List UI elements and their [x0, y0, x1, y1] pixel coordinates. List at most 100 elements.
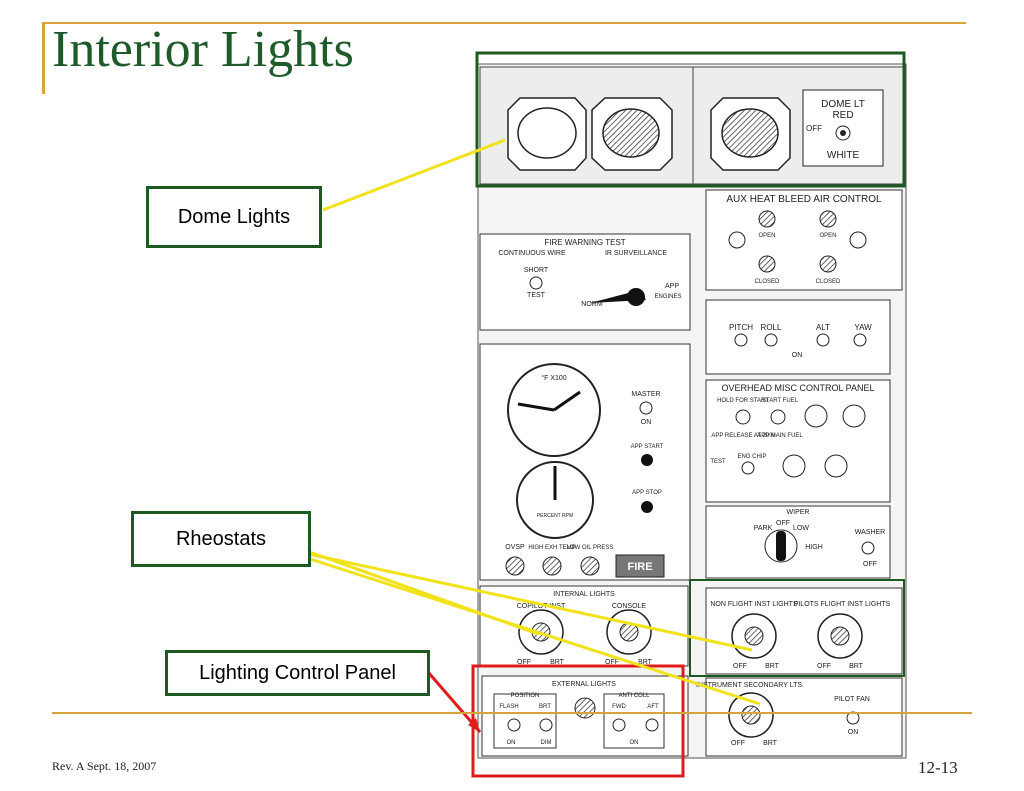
svg-text:BRT: BRT [550, 659, 565, 666]
svg-text:APP RELEASE AT 20%: APP RELEASE AT 20% [711, 433, 775, 439]
rheostats-leader-line-3 [303, 555, 761, 706]
svg-text:ENGINES: ENGINES [654, 294, 681, 300]
svg-text:ENG CHIP: ENG CHIP [737, 454, 766, 460]
svg-text:WASHER: WASHER [855, 529, 885, 536]
aux-heat-bleed-air-module: AUX HEAT BLEED AIR CONTROL OPEN OPEN CLO… [705, 189, 903, 291]
svg-text:OFF: OFF [605, 659, 619, 666]
title-accent-bar [42, 22, 45, 94]
svg-text:HOLD FOR START: HOLD FOR START [717, 398, 769, 404]
svg-text:OFF: OFF [731, 740, 745, 747]
svg-text:APP START: APP START [631, 444, 664, 450]
svg-text:AFT: AFT [647, 704, 659, 710]
svg-text:CLOSED: CLOSED [755, 279, 780, 285]
svg-text:FWD: FWD [612, 704, 626, 710]
svg-text:OFF: OFF [863, 561, 877, 568]
svg-text:IR SURVEILLANCE: IR SURVEILLANCE [605, 250, 667, 257]
dome-lights-leader-line [322, 138, 506, 212]
svg-text:BRT: BRT [539, 704, 551, 710]
svg-text:DIM: DIM [541, 740, 552, 746]
svg-text:WHITE: WHITE [827, 150, 860, 161]
dome-light-clear [517, 107, 577, 159]
svg-text:INTERNAL LIGHTS: INTERNAL LIGHTS [553, 591, 615, 598]
svg-text:APP: APP [665, 283, 679, 290]
rheostats-callout: Rheostats [131, 511, 311, 567]
svg-text:HIGH EXH TEMP: HIGH EXH TEMP [528, 545, 575, 551]
svg-text:FIRE WARNING TEST: FIRE WARNING TEST [544, 238, 625, 247]
svg-text:CLOSED: CLOSED [816, 279, 841, 285]
svg-text:MASTER: MASTER [631, 391, 660, 398]
svg-text:WIPER: WIPER [787, 509, 810, 516]
svg-text:OFF: OFF [733, 663, 747, 670]
dome-lights-callout: Dome Lights [146, 186, 322, 248]
wiper-module: WIPER PARK OFF LOW HIGH WASHER OFF [705, 505, 891, 579]
svg-text:LOW OIL PRESS: LOW OIL PRESS [567, 545, 614, 551]
svg-text:OVERHEAD MISC CONTROL PANEL: OVERHEAD MISC CONTROL PANEL [721, 383, 874, 393]
svg-text:BRT: BRT [765, 663, 780, 670]
svg-text:LOW: LOW [793, 525, 809, 532]
title-rule [42, 22, 966, 24]
svg-text:CONTINUOUS WIRE: CONTINUOUS WIRE [498, 250, 566, 257]
svg-text:TEST: TEST [710, 459, 726, 465]
dome-lights-highlight-box [475, 51, 906, 188]
svg-text:PITCH: PITCH [729, 323, 753, 332]
svg-text:PERCENT RPM: PERCENT RPM [537, 513, 573, 519]
external-lights-module: EXTERNAL LIGHTS POSITION FLASH BRT ON DI… [481, 675, 689, 757]
svg-text:NORM: NORM [581, 301, 603, 308]
svg-text:OPEN: OPEN [758, 233, 775, 239]
svg-text:HIGH: HIGH [805, 544, 823, 551]
svg-text:SHORT: SHORT [524, 267, 549, 274]
svg-text:BRT: BRT [638, 659, 653, 666]
svg-text:AUX HEAT BLEED AIR CONTROL: AUX HEAT BLEED AIR CONTROL [726, 194, 882, 205]
svg-text:APP STOP: APP STOP [632, 490, 662, 496]
rheostats-leader-line-2 [303, 551, 753, 652]
svg-text:OFF: OFF [776, 520, 790, 527]
page-number: 12-13 [918, 758, 958, 777]
svg-text:ON: ON [630, 740, 639, 746]
svg-text:FIRE: FIRE [627, 561, 652, 573]
svg-text:BRT: BRT [763, 740, 778, 747]
lighting-panel-leader-line [426, 671, 482, 733]
svg-text:NON FLIGHT INST LIGHTS: NON FLIGHT INST LIGHTS [710, 601, 798, 608]
dome-light-red-2 [721, 108, 779, 158]
lighting-control-panel-callout: Lighting Control Panel [165, 650, 430, 696]
svg-text:OFF: OFF [517, 659, 531, 666]
dome-light-module: DOME LT RED OFF WHITE [479, 66, 905, 185]
svg-text:POSITION: POSITION [511, 693, 540, 699]
revision-date: Rev. A Sept. 18, 2007 [52, 759, 157, 773]
svg-text:PILOT FAN: PILOT FAN [834, 696, 870, 703]
svg-text:OFF: OFF [806, 124, 822, 133]
svg-text:ROLL: ROLL [761, 323, 782, 332]
svg-text:START FUEL: START FUEL [762, 398, 799, 404]
svg-text:PILOTS FLIGHT INST LIGHTS: PILOTS FLIGHT INST LIGHTS [794, 601, 891, 608]
svg-text:COPILOT INST: COPILOT INST [517, 603, 566, 610]
flight-inst-lights-module: NON FLIGHT INST LIGHTS PILOTS FLIGHT INS… [705, 587, 903, 675]
svg-text:APP MAIN FUEL: APP MAIN FUEL [757, 433, 803, 439]
svg-text:ON: ON [792, 352, 803, 359]
footer-rule [52, 712, 972, 714]
lighting-panel-green-box [689, 579, 905, 677]
svg-text:EXTERNAL LIGHTS: EXTERNAL LIGHTS [552, 681, 616, 688]
svg-text:INSTRUMENT SECONDARY LTS.: INSTRUMENT SECONDARY LTS. [696, 682, 804, 689]
svg-text:PARK: PARK [754, 525, 773, 532]
svg-text:TEST: TEST [527, 292, 546, 299]
slide-title: Interior Lights [52, 21, 354, 78]
svg-text:FLASH: FLASH [499, 704, 518, 710]
svg-text:DOME LT: DOME LT [821, 99, 865, 110]
svg-text:ON: ON [848, 729, 859, 736]
fire-warning-test-module: FIRE WARNING TEST CONTINUOUS WIRE IR SUR… [479, 233, 691, 331]
svg-text:YAW: YAW [854, 323, 872, 332]
svg-text:RED: RED [832, 110, 853, 121]
svg-text:BRT: BRT [849, 663, 864, 670]
svg-text:ANTI COLL: ANTI COLL [618, 693, 650, 699]
overhead-misc-control-module: OVERHEAD MISC CONTROL PANEL HOLD FOR STA… [705, 379, 891, 503]
svg-text:OPEN: OPEN [819, 233, 836, 239]
instrument-secondary-module: INSTRUMENT SECONDARY LTS. OFF BRT PILOT … [696, 677, 903, 757]
svg-text:ON: ON [507, 740, 516, 746]
svg-text:OFF: OFF [817, 663, 831, 670]
svg-text:°F X100: °F X100 [541, 374, 566, 382]
aux-power-plant-module: °F X100 PERCENT RPM MASTER ON APP START … [479, 343, 691, 581]
dome-light-red [602, 108, 660, 158]
svg-text:OVSP: OVSP [505, 544, 525, 551]
svg-text:CONSOLE: CONSOLE [612, 603, 647, 610]
